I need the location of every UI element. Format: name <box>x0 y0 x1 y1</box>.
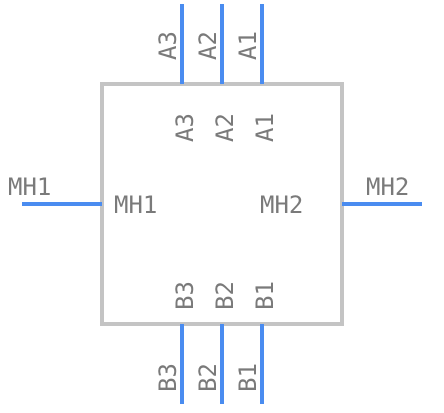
pin-label-b1-inner: B1 <box>251 281 279 310</box>
pin-label-a3-outer: A3 <box>154 31 182 60</box>
pin-label-b3-inner: B3 <box>171 281 199 310</box>
pin-label-a3-inner: A3 <box>171 113 199 142</box>
pin-label-mh1-inner: MH1 <box>114 191 157 219</box>
pin-label-mh2-inner: MH2 <box>260 191 303 219</box>
pin-label-b3-outer: B3 <box>154 363 182 392</box>
pin-label-a2-outer: A2 <box>194 31 222 60</box>
pin-label-mh2-outer: MH2 <box>366 173 409 201</box>
pin-label-b2-inner: B2 <box>211 281 239 310</box>
pin-label-b2-outer: B2 <box>194 363 222 392</box>
pin-label-b1-outer: B1 <box>234 363 262 392</box>
pin-label-mh1-outer: MH1 <box>8 173 51 201</box>
pin-label-a1-inner: A1 <box>251 113 279 142</box>
pin-label-a1-outer: A1 <box>234 31 262 60</box>
pin-label-a2-inner: A2 <box>211 113 239 142</box>
